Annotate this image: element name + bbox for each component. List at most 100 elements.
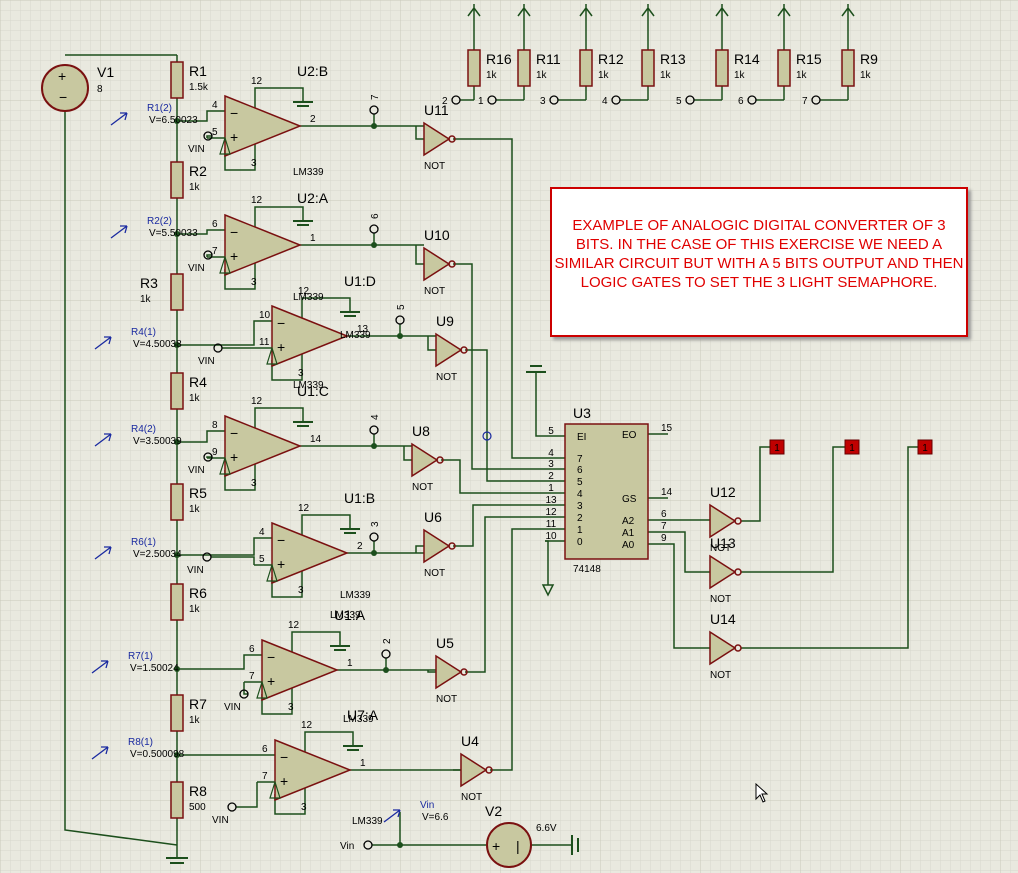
logic-probe-0[interactable]: 1 [769, 439, 785, 455]
comparator-ref: U1:B [344, 490, 375, 506]
wire [668, 543, 710, 649]
probe-4[interactable]: R6(1)V=2.50034 [94, 537, 182, 560]
terminal[interactable] [227, 802, 237, 812]
node-flag-label: 3 [370, 521, 381, 527]
resistor-value: 1k [734, 70, 746, 81]
terminal[interactable] [811, 95, 821, 105]
opamp-body [261, 638, 340, 702]
terminal[interactable] [363, 840, 373, 850]
resistor-ref: R13 [660, 51, 686, 67]
ic-ref: U3 [573, 405, 591, 421]
node-flag[interactable] [381, 649, 391, 659]
probe-5[interactable]: R7(1)V=1.50024 [91, 651, 179, 674]
pin-number: 12 [251, 195, 263, 206]
battery-icon [41, 64, 89, 112]
inverting-sign: − [230, 425, 238, 441]
inverting-sign: − [277, 532, 285, 548]
probe-value: V=6.50023 [149, 115, 198, 126]
pin-number: 13 [357, 324, 369, 335]
resistor-ref: R5 [189, 485, 207, 501]
pin-name: A1 [622, 528, 635, 539]
terminal[interactable] [685, 95, 695, 105]
terminal[interactable] [213, 343, 223, 353]
terminal[interactable] [451, 95, 461, 105]
terminal[interactable] [611, 95, 621, 105]
source-v1[interactable]: +−V18 [41, 64, 114, 112]
pin-number: 5 [259, 554, 265, 565]
terminal[interactable] [487, 95, 497, 105]
terminal[interactable] [203, 452, 213, 462]
encoder-74148[interactable]: U3741485EI47362514133122111100EO15GS14A2… [526, 365, 673, 597]
logic-probe-1[interactable]: 1 [844, 439, 860, 455]
plus-sign: + [492, 838, 500, 854]
crosshair-marker [482, 431, 492, 441]
node-flag[interactable] [369, 224, 379, 234]
pin-name: 1 [577, 525, 583, 536]
wire [453, 263, 545, 470]
resistor-r1[interactable]: R11.5k [170, 61, 209, 99]
terminal[interactable] [203, 250, 213, 260]
terminal[interactable] [239, 689, 249, 699]
node-flag[interactable] [369, 425, 379, 435]
probe-3[interactable]: R4(2)V=3.50039 [94, 424, 182, 447]
wire [453, 138, 545, 459]
annotation-box[interactable]: EXAMPLE OF ANALOGIC DIGITAL CONVERTER OF… [550, 187, 968, 337]
probe-2[interactable]: R4(1)V=4.50038 [94, 327, 182, 350]
logic-probe-2[interactable]: 1 [917, 439, 933, 455]
inversion-bubble [460, 346, 468, 354]
ground-arrow-icon [266, 345, 278, 365]
probe-0[interactable]: R1(2)V=6.50023 [110, 103, 198, 126]
pin-number: 1 [548, 483, 554, 494]
terminal[interactable] [203, 131, 213, 141]
probe-6[interactable]: R8(1)V=0.500098 [91, 737, 185, 760]
gate-label: NOT [424, 286, 445, 297]
wire [545, 540, 549, 585]
plus-sign: + [58, 68, 66, 84]
resistor-body [641, 49, 655, 87]
wire [403, 446, 412, 461]
node-flag[interactable] [369, 532, 379, 542]
node-flag[interactable] [395, 315, 405, 325]
pin-number: 10 [545, 531, 557, 542]
resistor-value: 1k [860, 70, 872, 81]
terminal[interactable] [202, 552, 212, 562]
probe-1[interactable]: R2(2)V=5.50033 [110, 216, 198, 239]
terminal[interactable] [549, 95, 559, 105]
wire [206, 456, 212, 458]
node-flag[interactable] [369, 105, 379, 115]
terminal[interactable] [747, 95, 757, 105]
